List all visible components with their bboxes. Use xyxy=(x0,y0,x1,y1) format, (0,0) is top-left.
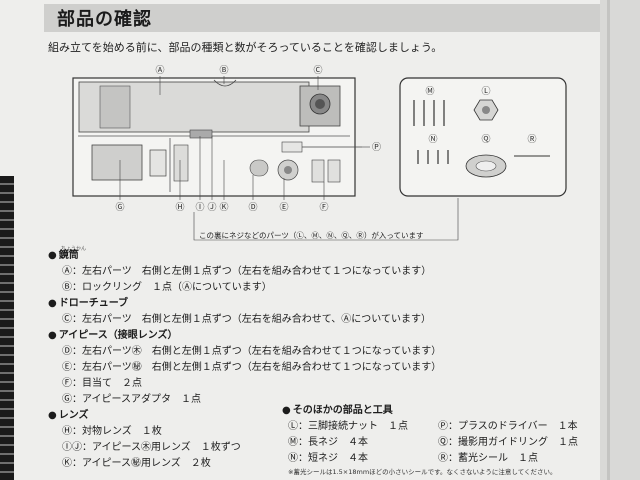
short-screws xyxy=(417,150,449,164)
title-band xyxy=(44,4,600,32)
page-edge-line xyxy=(607,0,610,480)
section-heading: ドローチューブ xyxy=(48,296,441,312)
list-item: Ⓠ：撮影用ガイドリング １点 xyxy=(438,437,578,448)
label-q: Ⓠ xyxy=(481,134,490,145)
footnote: ※蓄光シールは1.5×18mmほどの小さいシールです。なくさないように注意してく… xyxy=(288,468,557,476)
guide-ring-hole xyxy=(475,160,497,172)
lens-holder xyxy=(173,144,189,182)
list-item: Ⓚ：アイピース㊙用レンズ ２枚 xyxy=(62,458,211,469)
list-item: Ⓗ：対物レンズ １枚 xyxy=(62,426,162,437)
label-d: Ⓓ xyxy=(248,202,257,213)
label-r: Ⓡ xyxy=(527,134,536,145)
eyecup-2 xyxy=(327,159,341,183)
label-k: Ⓚ xyxy=(219,202,228,213)
list-item: Ⓜ：長ネジ ４本 xyxy=(288,437,368,448)
section-heading: そのほかの部品と工具 xyxy=(282,403,408,419)
label-p: Ⓟ xyxy=(372,142,381,153)
label-l: Ⓛ xyxy=(481,86,490,97)
small-parts-box xyxy=(399,77,567,197)
other-parts-list-2: Ⓟ：プラスのドライバー １本 Ⓠ：撮影用ガイドリング １点 Ⓡ：蓄光シール １点 xyxy=(438,419,578,467)
list-item: Ⓔ：左右パーツ㊙ 右側と左側１点ずつ（左右を組み合わせて１つになっています） xyxy=(62,362,442,373)
label-b: Ⓑ xyxy=(219,65,228,76)
adapter-cap xyxy=(149,149,167,177)
eyepiece-adapter xyxy=(91,144,143,181)
section-heading: レンズ xyxy=(48,408,441,424)
list-item: Ⓑ：ロックリング １点（Ⓐについています） xyxy=(62,282,272,293)
list-item: Ⓡ：蓄光シール １点 xyxy=(438,453,538,464)
page-edge xyxy=(600,0,640,480)
label-e: Ⓔ xyxy=(279,202,288,213)
list-item: Ⓕ：目当て ２点 xyxy=(62,378,142,389)
list-item: Ⓛ：三脚接続ナット １点 xyxy=(288,421,408,432)
list-item: Ⓖ：アイピースアダプタ １点 xyxy=(62,394,201,405)
tube-ring xyxy=(99,85,131,129)
eyepiece-part-d xyxy=(249,159,269,177)
list-item: ⒾⒿ：アイピース㊍用レンズ １枚ずつ xyxy=(62,442,241,453)
label-a: Ⓐ xyxy=(155,65,164,76)
leader-lines xyxy=(119,76,459,241)
parts-list: 鏡筒 Ⓐ：左右パーツ 右側と左側１点ずつ（左右を組み合わせて１つになっています）… xyxy=(48,248,442,472)
diagram-note: この裏にネジなどのパーツ（Ⓛ、Ⓜ、Ⓝ、Ⓠ、Ⓡ）が入っています xyxy=(199,231,424,240)
label-c: Ⓒ xyxy=(313,65,322,76)
page-title: 部品の確認 xyxy=(57,9,152,30)
section-heading: アイピース（接眼レンズ） xyxy=(48,328,441,344)
label-h: Ⓗ xyxy=(175,202,184,213)
section-heading: 鏡筒 xyxy=(48,248,441,264)
long-screws xyxy=(413,100,445,126)
list-item: Ⓟ：プラスのドライバー １本 xyxy=(438,421,578,432)
label-f: Ⓕ xyxy=(319,202,328,213)
list-item: Ⓐ：左右パーツ 右側と左側１点ずつ（左右を組み合わせて１つになっています） xyxy=(62,266,432,277)
draw-tube-lens-inner xyxy=(315,99,325,109)
objective-lens-tray xyxy=(189,129,213,139)
tripod-nut-hole xyxy=(482,106,490,114)
spiral-binding xyxy=(0,176,14,480)
driver-handle xyxy=(281,141,303,153)
eyecup-1 xyxy=(311,159,325,183)
label-g: Ⓖ xyxy=(115,202,124,213)
label-j: Ⓙ xyxy=(207,202,216,213)
label-m: Ⓜ xyxy=(425,86,434,97)
eyepiece-part-e-center xyxy=(284,166,292,174)
lock-ring xyxy=(213,79,237,87)
intro-text: 組み立てを始める前に、部品の種類と数がそろっていることを確認しましょう。 xyxy=(48,41,443,54)
list-item: Ⓒ：左右パーツ 右側と左側１点ずつ（左右を組み合わせて、Ⓐについています） xyxy=(62,314,431,325)
list-item: Ⓓ：左右パーツ㊍ 右側と左側１点ずつ（左右を組み合わせて１つになっています） xyxy=(62,346,442,357)
label-i: Ⓘ xyxy=(195,202,204,213)
list-item: Ⓝ：短ネジ ４本 xyxy=(288,453,368,464)
other-parts-list: そのほかの部品と工具 Ⓛ：三脚接続ナット １点 Ⓜ：長ネジ ４本 Ⓝ：短ネジ ４… xyxy=(282,403,408,467)
label-n: Ⓝ xyxy=(428,134,437,145)
